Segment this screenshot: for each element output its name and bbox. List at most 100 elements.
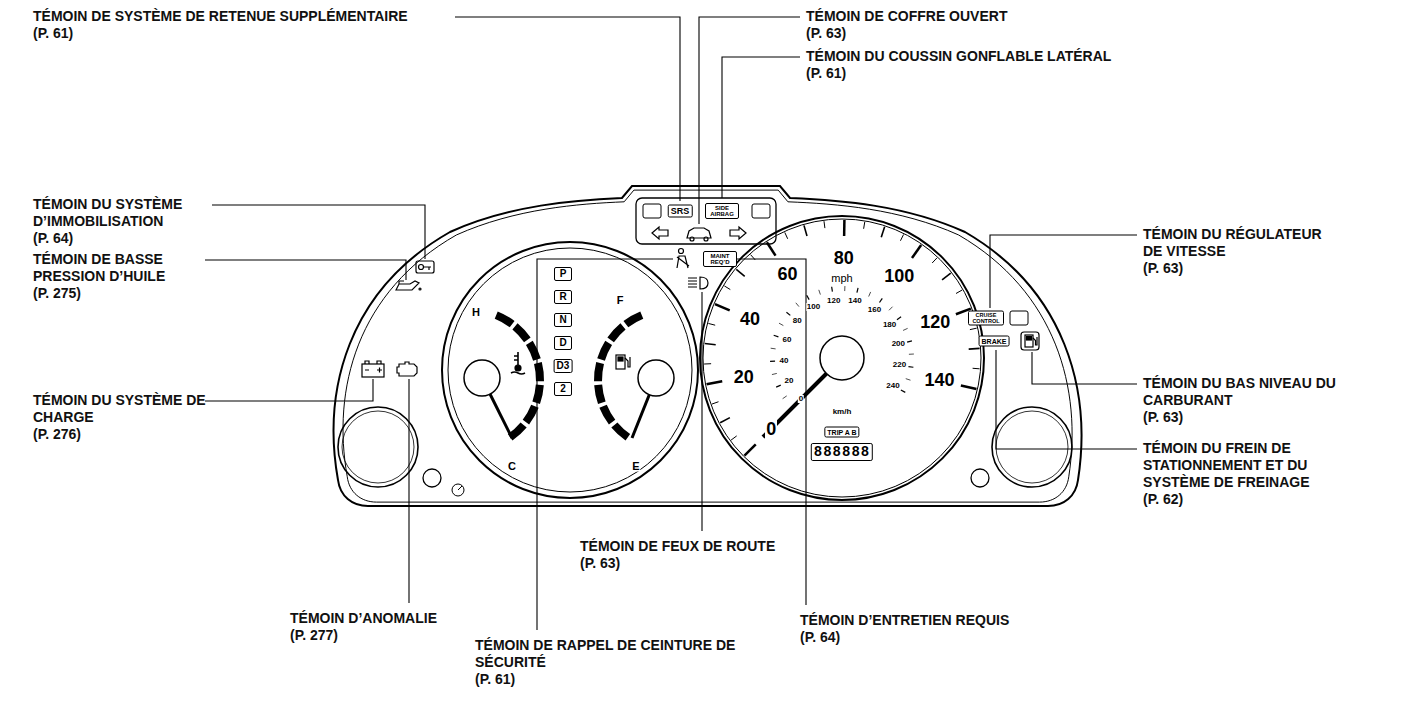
fuel-icon [625,357,630,367]
callout-group: TÉMOIN DE SYSTÈME DE RETENUE SUPPLÉMENTA… [33,8,513,42]
needle-hub [820,336,864,380]
speed-number: 180 [882,321,897,329]
callout-group: TÉMOIN DE FEUX DE ROUTE(P. 63) [580,538,880,572]
gauge-bar [594,362,604,381]
gear-position: N [554,313,572,327]
gear-position: D [554,336,572,350]
trip-reset-icon [452,484,464,496]
scale-tick [942,273,951,280]
page-reference: (P. 275) [33,285,233,302]
gauge-bar [599,405,615,425]
fuel-icon [616,355,625,369]
scale-tick [772,373,777,374]
immobilizer-icon [424,267,432,270]
leader-line [537,259,673,630]
leader-line [996,350,1137,449]
scale-tick [909,354,914,355]
callout-group: TÉMOIN DU SYSTÈME D’IMMOBILISATION(P. 64… [33,196,233,247]
scale-tick [736,269,744,276]
indicator-lamp: BRAKE [979,336,1010,347]
seatbelt-icon [677,256,689,268]
indicator-lamp: SIDE AIRBAG [705,203,739,219]
speed-number: 80 [833,249,855,267]
leader-line [205,379,373,401]
speed-number: 140 [923,371,955,389]
gear-position: R [554,290,572,304]
warning-name: TÉMOIN DU COUSSIN GONFLABLE LATÉRAL [806,48,1226,65]
fuel-warning-frame [1021,332,1039,350]
left-gauge-inner [448,248,692,492]
gauge-mark: E [631,461,640,472]
leader-line [408,379,409,603]
speed-number: 40 [739,310,761,328]
scale-tick [731,436,737,440]
scale-tick [906,379,911,381]
speed-number: 160 [867,306,882,314]
warning-name: TÉMOIN D’ENTRETIEN REQUIS [800,612,1120,629]
leader-line [1032,352,1137,384]
speed-number: 80 [792,317,803,325]
warning-hood [636,198,776,244]
gauge-bar [523,405,539,425]
scale-tick [776,385,781,387]
gauge-mark: C [507,461,517,472]
scale-tick [907,341,912,342]
fuel-icon [618,357,623,361]
page-reference: (P. 63) [1143,260,1343,277]
leader-line [701,292,702,531]
cluster-housing [334,186,1082,506]
immobilizer-icon [419,265,424,270]
leader-line [699,17,800,224]
page-reference: (P. 61) [806,65,1226,82]
callout-group: TÉMOIN DU BAS NIVEAU DU CARBURANT(P. 63) [1143,375,1343,426]
scale-tick [707,381,723,384]
speed-number: 60 [777,265,799,283]
turn-signal-icon [730,227,746,239]
trunk-car-icon [690,237,694,241]
oil-pressure-icon [419,288,421,290]
page-reference: (P. 276) [33,426,208,443]
scale-tick [881,227,884,237]
speed-number: 120 [919,313,951,331]
page-reference: (P. 64) [800,629,1120,646]
trunk-car-icon [687,228,711,238]
callout-group: TÉMOIN DE COFFRE OUVERT(P. 63) [806,8,1226,42]
fuel-icon [1027,337,1032,341]
scale-tick [712,402,719,404]
fuel-icon [1033,337,1037,345]
speed-number: 100 [883,267,915,285]
gauge-bar [512,323,530,342]
scale-tick [961,385,977,389]
scale-tick [715,304,730,310]
thermometer-icon [515,365,521,371]
thermometer-icon [511,352,525,374]
immobilizer-icon [416,261,434,273]
speed-number: 20 [733,368,755,386]
warning-name: TÉMOIN DE SYSTÈME DE RETENUE SUPPLÉMENTA… [33,8,513,25]
speed-number: 100 [806,303,821,311]
scale-tick [879,298,882,302]
unit-label: km/h [832,408,853,416]
gauge-bar [623,311,643,327]
scale-tick [843,220,846,236]
indicator-lamp: MAINT REQ’D [703,251,737,267]
page-reference: (P. 63) [1143,409,1343,426]
left-gauge-rim [442,242,698,498]
right-pod [992,407,1072,487]
empty-slot [1010,311,1028,325]
callout-group: TÉMOIN DU COUSSIN GONFLABLE LATÉRAL(P. 6… [806,48,1226,82]
fuel-icon [1025,335,1033,347]
warning-name: TÉMOIN DU BAS NIVEAU DU CARBURANT [1143,375,1343,409]
scale-tick [807,295,809,299]
gauge-bar [597,341,612,361]
reset-knob [971,469,989,487]
scale-tick [705,344,716,345]
scale-tick [720,418,730,423]
trunk-car-icon [704,237,708,241]
scale-tick [956,290,962,293]
gauge-bar [495,311,515,327]
warning-name: TÉMOIN DU FREIN DE STATIONNEMENT ET DU S… [1143,440,1343,491]
callout-group: TÉMOIN DE RAPPEL DE CEINTURE DE SÉCURITÉ… [475,637,755,688]
trip-reset-icon [458,486,462,490]
